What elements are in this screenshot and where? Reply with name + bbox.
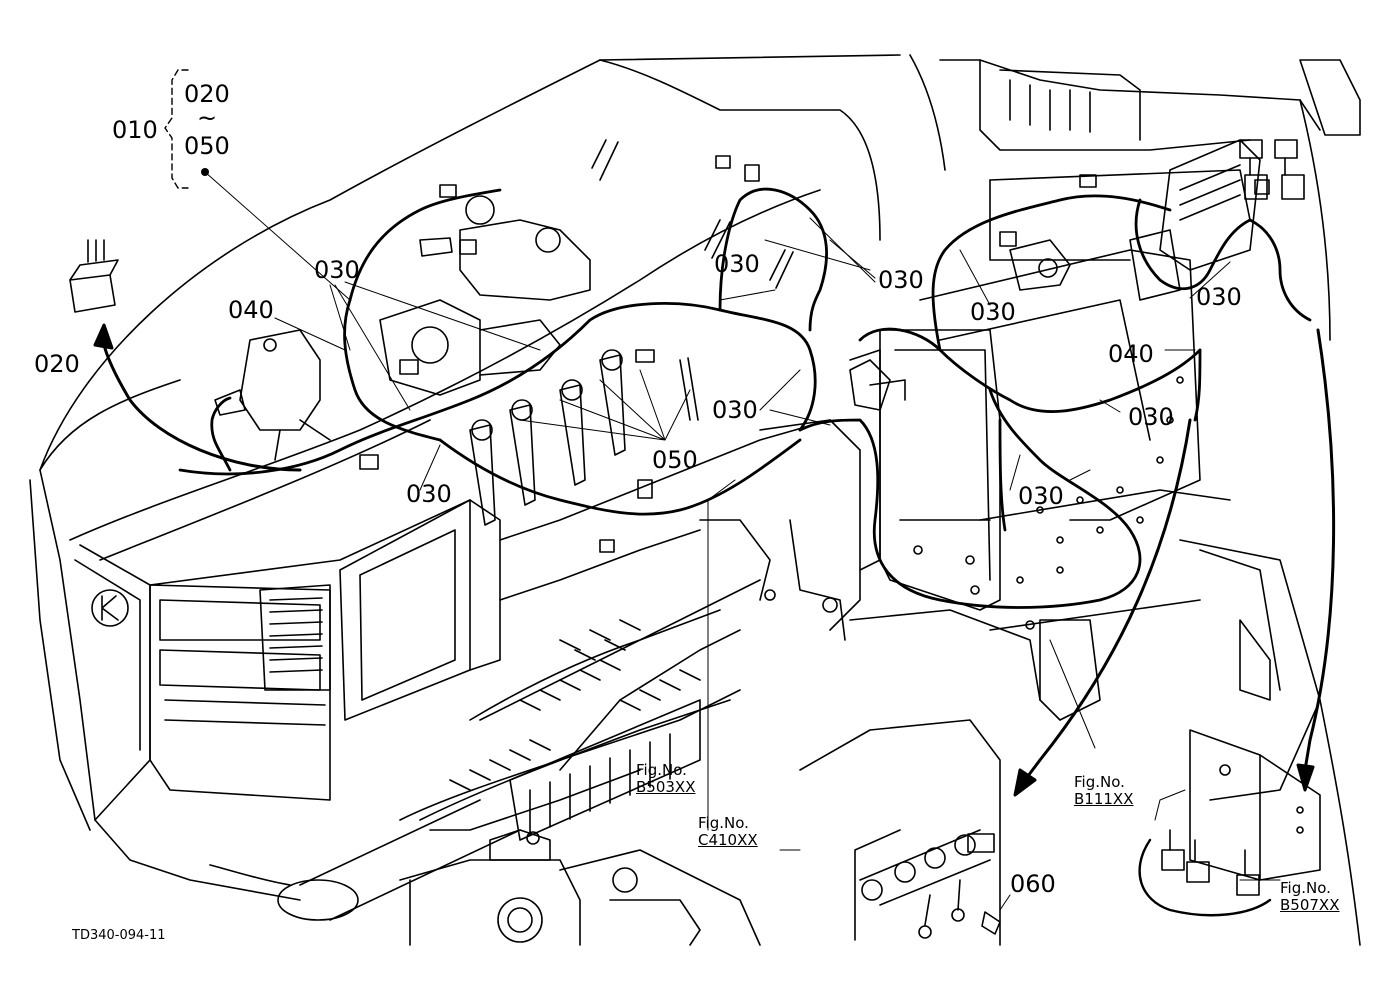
arrow-to-step-plate (1013, 418, 1192, 797)
callout-030-glow-plug: 030 (714, 250, 760, 278)
terminal-block (859, 829, 1001, 939)
callout-030-ecu: 030 (1196, 283, 1242, 311)
callout-030-top-center: 030 (878, 266, 924, 294)
callout-030-center: 030 (712, 396, 758, 424)
mounting-bracket (849, 329, 1001, 611)
callout-030-sensor: 030 (970, 298, 1016, 326)
step-plate (799, 539, 1361, 946)
figure-ref-b503-number: B503XX (636, 778, 696, 796)
arrow-to-relay (93, 323, 302, 472)
engine-control-unit (1129, 139, 1261, 301)
floor-plate (919, 249, 1231, 631)
figure-ref-b503: Fig.No. B503XX (636, 762, 695, 796)
operator-dashboard (939, 59, 1361, 341)
callout-020-range-start: 020 (184, 80, 230, 108)
egr-valve (419, 195, 591, 301)
callout-group-bracket (164, 69, 189, 189)
callout-010: 010 (112, 116, 158, 144)
drawing-code: TD340-094-11 (72, 928, 166, 943)
callout-040-right: 040 (1108, 340, 1154, 368)
hydraulic-unit (399, 829, 761, 946)
figure-ref-b111-label: Fig.No. (1074, 773, 1125, 791)
relay-wire-loop (1138, 838, 1272, 917)
hood-outline (29, 54, 946, 901)
figure-ref-c410-label: Fig.No. (698, 814, 749, 832)
callout-030-engine-left: 030 (314, 256, 360, 284)
glow-plugs (591, 139, 794, 421)
callout-030-front: 030 (406, 480, 452, 508)
sensor-connectors (359, 155, 1270, 553)
figure-ref-b503-label: Fig.No. (636, 761, 687, 779)
figure-ref-b507: Fig.No. B507XX (1280, 880, 1339, 914)
relay-cluster (1239, 139, 1305, 200)
main-wiring-harness (178, 187, 1312, 609)
callout-060: 060 (1010, 870, 1056, 898)
engine-oil-pan (509, 699, 701, 841)
callout-020: 020 (34, 350, 80, 378)
callout-040-left: 040 (228, 296, 274, 324)
fuel-injectors (469, 349, 626, 526)
relay-bracket-plate (1161, 729, 1321, 896)
arrow-to-relay-bracket (1296, 328, 1336, 792)
figure-ref-c410: Fig.No. C410XX (698, 815, 758, 849)
pressure-sensor-right (849, 239, 1071, 411)
callout-range-tilde: ~ (197, 104, 218, 132)
throttle-body (379, 299, 561, 396)
leader-dot (201, 168, 209, 176)
frame-structure (399, 419, 861, 831)
relay-020 (69, 239, 119, 313)
figure-ref-b507-number: B507XX (1280, 896, 1340, 914)
callout-030-right: 030 (1128, 403, 1174, 431)
brand-emblem (91, 589, 129, 627)
leader-lines (204, 171, 1281, 911)
callout-030-floor: 030 (1018, 482, 1064, 510)
headlight-assembly (74, 499, 471, 821)
figure-ref-b111: Fig.No. B111XX (1074, 774, 1133, 808)
fuel-pump (214, 329, 331, 461)
callout-050-range-end: 050 (184, 132, 230, 160)
figure-ref-b507-label: Fig.No. (1280, 879, 1331, 897)
figure-ref-c410-number: C410XX (698, 831, 758, 849)
callout-050-injectors: 050 (652, 446, 698, 474)
figure-ref-b111-number: B111XX (1074, 790, 1134, 808)
